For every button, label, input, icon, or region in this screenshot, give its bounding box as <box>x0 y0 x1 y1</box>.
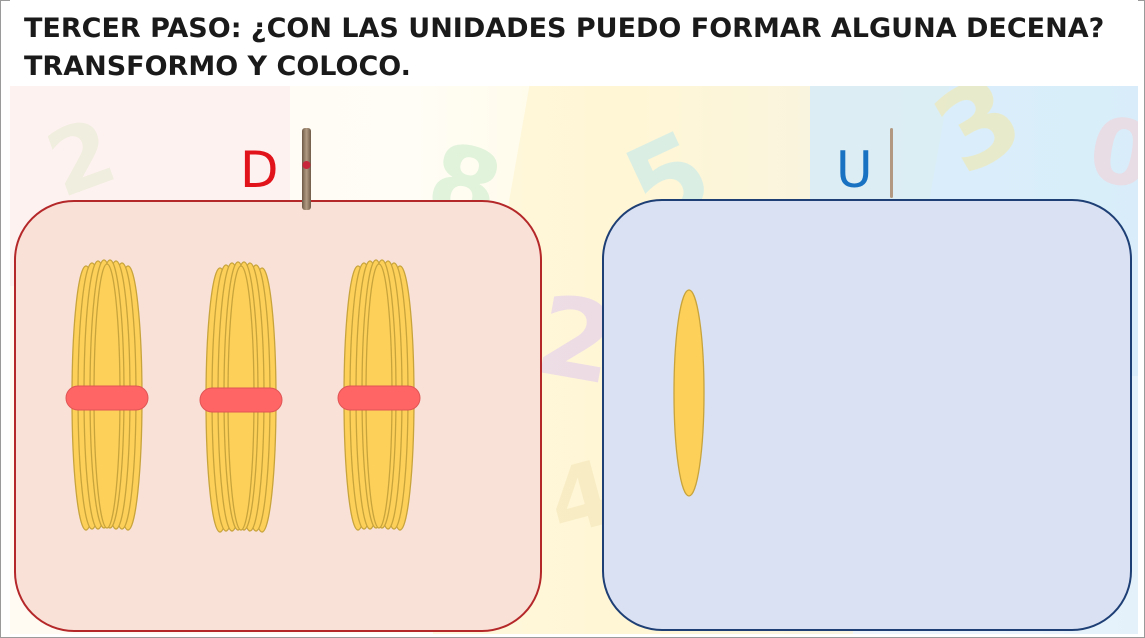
bundle-of-ten-sticks-icon[interactable] <box>196 260 286 535</box>
tens-label: D <box>240 141 279 199</box>
units-label: U <box>836 141 873 199</box>
title-bar: TERCER PASO: ¿CON LAS UNIDADES PUEDO FOR… <box>10 0 1138 86</box>
bundle-of-ten-sticks-icon[interactable] <box>334 258 424 533</box>
abacus-rod-icon <box>890 128 893 198</box>
bundle-of-ten-sticks-icon[interactable] <box>62 258 152 533</box>
single-stick-icon[interactable] <box>672 288 706 498</box>
abacus-rod-icon <box>302 128 311 210</box>
step-title: TERCER PASO: ¿CON LAS UNIDADES PUEDO FOR… <box>24 13 1105 82</box>
